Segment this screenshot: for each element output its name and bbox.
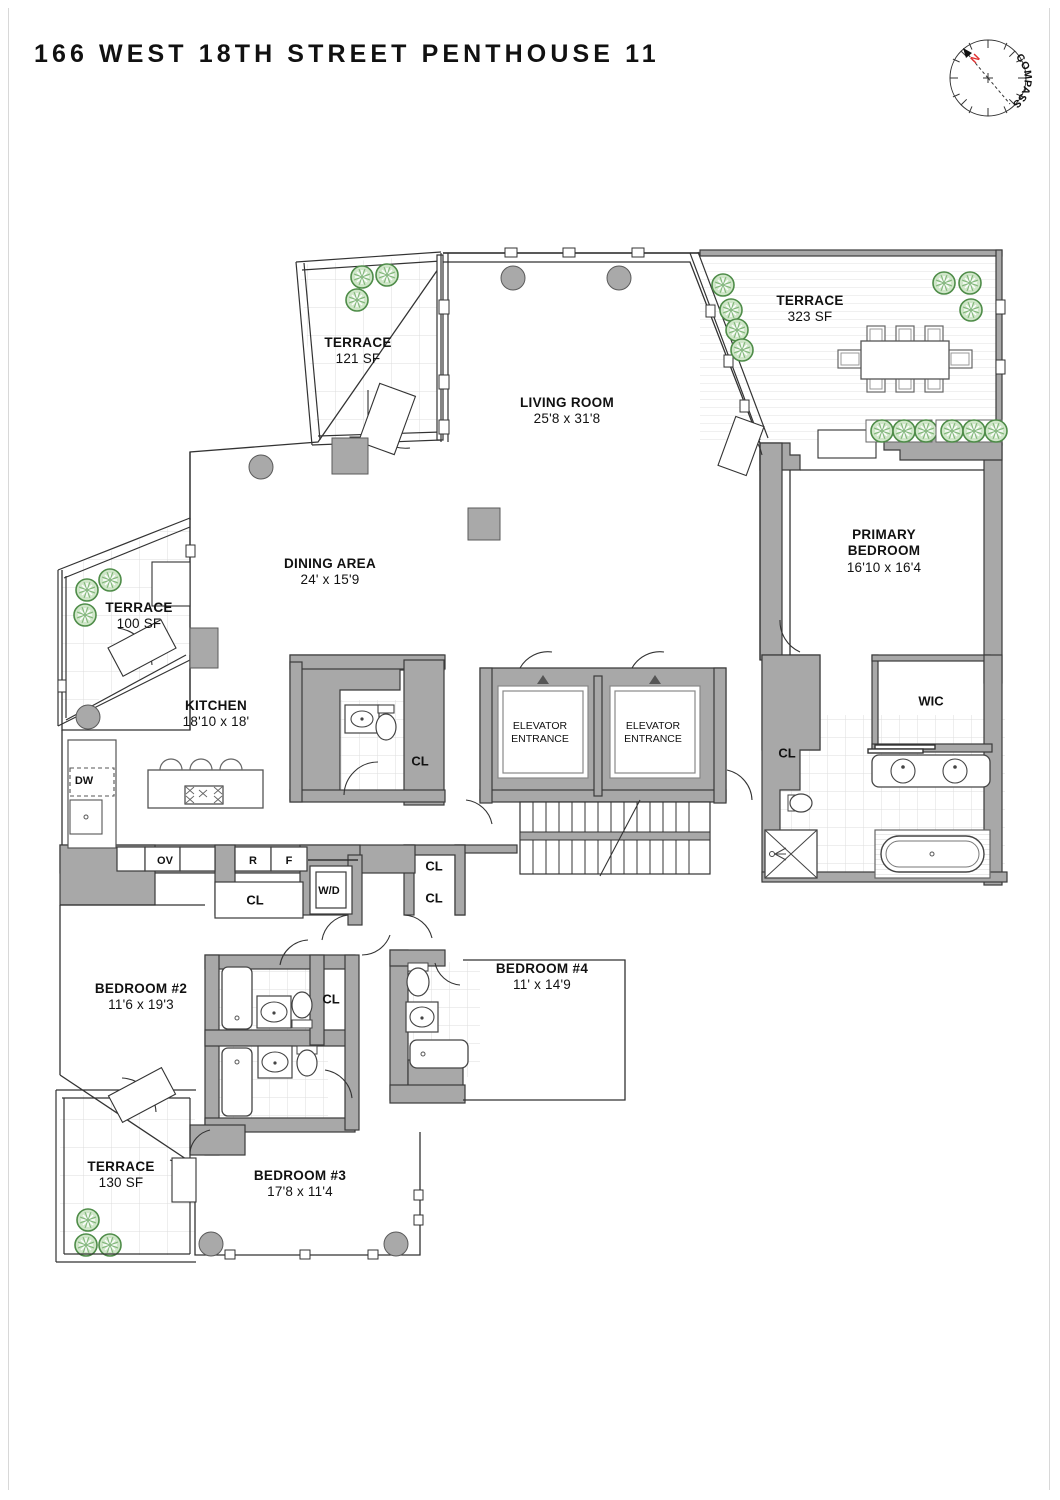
room-dimensions: 18'10 x 18' bbox=[182, 714, 250, 730]
room-label-primary-bedroom: PRIMARY BEDROOM 16'10 x 16'4 bbox=[829, 527, 939, 576]
room-dimensions: 17'8 x 11'4 bbox=[267, 1184, 333, 1200]
outdoor-dining-set bbox=[837, 325, 973, 393]
terrace-label-323: TERRACE 323 SF bbox=[776, 293, 843, 326]
room-name: DINING AREA bbox=[283, 556, 377, 571]
room-label-bedroom-3: BEDROOM #3 17'8 x 11'4 bbox=[254, 1168, 346, 1201]
room-name: BEDROOM #3 bbox=[253, 1168, 347, 1183]
terrace-label-100: TERRACE 100 SF bbox=[105, 600, 172, 633]
closet-label-bedroom2: CL bbox=[322, 991, 340, 1007]
kitchen-fixtures bbox=[67, 739, 358, 919]
room-name: BEDROOM #2 bbox=[94, 981, 188, 996]
room-label-bedroom-4: BEDROOM #4 11' x 14'9 bbox=[496, 961, 588, 994]
closet-label-primary: CL bbox=[778, 745, 796, 761]
dishwasher-label: DW bbox=[74, 775, 94, 787]
terrace-area: 100 SF bbox=[116, 616, 162, 632]
stairs bbox=[519, 799, 711, 877]
bedroom4-bath-fixtures bbox=[405, 962, 469, 1069]
terrace-label-121: TERRACE 121 SF bbox=[324, 335, 391, 368]
room-label-living-room: LIVING ROOM 25'8 x 31'8 bbox=[520, 395, 614, 428]
terrace-name: TERRACE bbox=[105, 600, 173, 615]
terrace-label-130: TERRACE 130 SF bbox=[87, 1159, 154, 1192]
room-name: LIVING ROOM bbox=[519, 395, 615, 410]
closet-label-hall-1: CL bbox=[425, 858, 443, 874]
closet-label-hall-2: CL bbox=[425, 890, 443, 906]
closet-label-powder: CL bbox=[411, 753, 429, 769]
primary-bath-fixtures bbox=[764, 744, 991, 879]
room-label-bedroom-2: BEDROOM #2 11'6 x 19'3 bbox=[95, 981, 187, 1014]
room-label-kitchen: KITCHEN 18'10 x 18' bbox=[183, 698, 250, 731]
walk-in-closet-label: WIC bbox=[918, 693, 944, 709]
room-dimensions: 11' x 14'9 bbox=[513, 977, 571, 993]
terrace-area: 323 SF bbox=[787, 309, 833, 325]
oven-label: OV bbox=[157, 855, 173, 867]
washer-dryer-label: W/D bbox=[318, 885, 340, 897]
room-dimensions: 16'10 x 16'4 bbox=[846, 559, 922, 575]
room-dimensions: 11'6 x 19'3 bbox=[108, 997, 174, 1013]
closet-label-kitchen: CL bbox=[246, 892, 264, 908]
bedroom2-bath-fixtures bbox=[221, 939, 353, 1117]
compass-rose-icon: N COMPASS bbox=[949, 39, 1034, 117]
room-label-dining-area: DINING AREA 24' x 15'9 bbox=[284, 556, 376, 589]
terrace-name: TERRACE bbox=[776, 293, 844, 308]
room-name: BEDROOM #4 bbox=[495, 961, 589, 976]
room-name: PRIMARY BEDROOM bbox=[847, 527, 921, 559]
page-title: 166 WEST 18TH STREET PENTHOUSE 11 bbox=[34, 40, 660, 68]
terrace-area: 130 SF bbox=[98, 1175, 144, 1191]
terrace-area: 121 SF bbox=[335, 351, 381, 367]
terrace-name: TERRACE bbox=[324, 335, 392, 350]
refrigerator-label: R bbox=[249, 855, 257, 867]
room-dimensions: 25'8 x 31'8 bbox=[533, 411, 601, 427]
powder-room-fixtures bbox=[343, 704, 397, 796]
terrace-name: TERRACE bbox=[87, 1159, 155, 1174]
room-dimensions: 24' x 15'9 bbox=[300, 572, 360, 588]
freezer-label: F bbox=[285, 855, 293, 867]
room-name: KITCHEN bbox=[184, 698, 248, 713]
page-border bbox=[8, 8, 1050, 1490]
